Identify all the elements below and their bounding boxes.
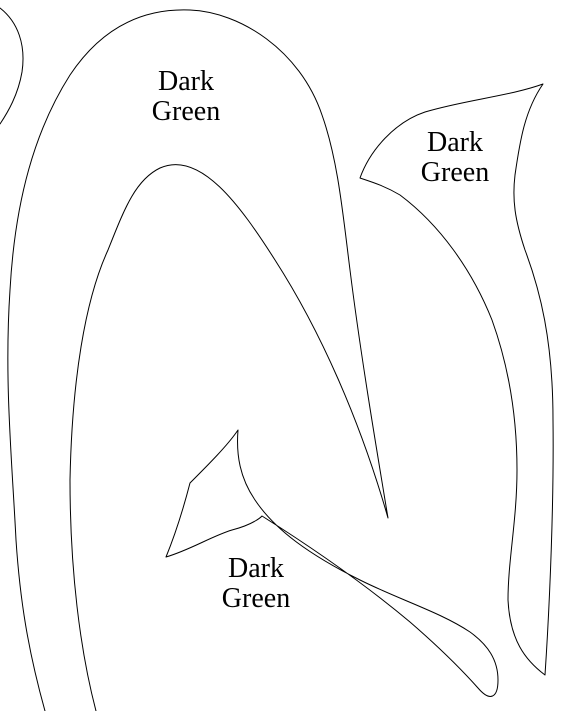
left-leaf-label-line2: Green <box>151 96 221 127</box>
bottom-leaf-label-line1: Dark <box>228 553 284 584</box>
left-leaf-color-label: Dark Green <box>131 67 241 127</box>
left-leaf-label-line1: Dark <box>158 66 214 97</box>
left-leaf-outline <box>7 9 389 711</box>
bottom-leaf-outline <box>165 429 499 697</box>
right-leaf-label-line2: Green <box>420 157 490 188</box>
bottom-leaf-label-line2: Green <box>221 583 291 614</box>
bottom-leaf-color-label: Dark Green <box>201 554 311 614</box>
right-leaf-label-line1: Dark <box>427 127 483 158</box>
corner-arc-outline <box>0 7 24 125</box>
right-leaf-outline <box>359 83 554 676</box>
right-leaf-color-label: Dark Green <box>400 128 510 188</box>
